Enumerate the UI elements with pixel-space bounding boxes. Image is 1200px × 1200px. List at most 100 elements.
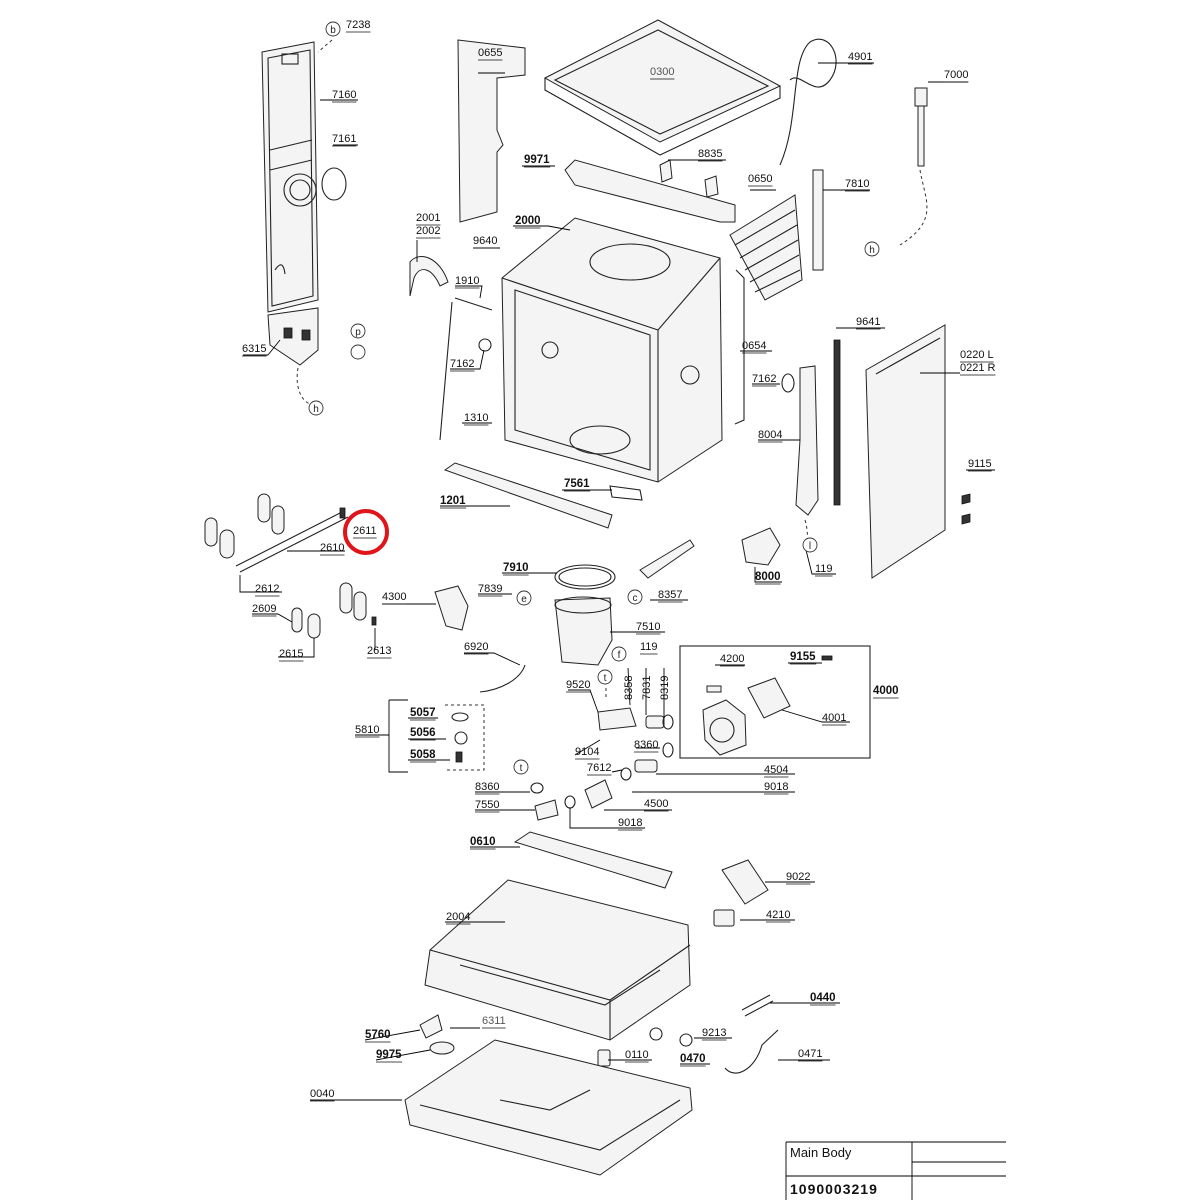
label-2004: 2004	[446, 911, 470, 923]
label-0655: 0655	[478, 47, 502, 59]
svg-text:p: p	[355, 327, 361, 338]
base-frame-drawing	[424, 879, 691, 1041]
svg-text:t: t	[604, 673, 607, 684]
spring-0440-drawing	[741, 994, 774, 1017]
tube-drawing	[479, 664, 526, 693]
label-7161: 7161	[332, 133, 356, 145]
callout-t-lower: t	[513, 759, 529, 775]
svg-text:f: f	[618, 650, 621, 661]
label-4504: 4504	[764, 764, 788, 776]
label-0471: 0471	[798, 1048, 822, 1060]
label-7810: 7810	[845, 178, 869, 190]
label-1310: 1310	[464, 412, 488, 424]
leader-lines	[239, 62, 995, 1101]
svg-text:c: c	[633, 593, 638, 604]
dash-b	[317, 39, 333, 53]
label-7510: 7510	[636, 621, 660, 633]
label-0221: 0221 R	[960, 362, 996, 374]
title-block-code: 1090003219	[790, 1181, 878, 1197]
detergent-drawing	[434, 585, 469, 631]
spare-group-drawing	[445, 704, 485, 771]
label-0440: 0440	[810, 992, 836, 1004]
o-ring-drawing	[321, 167, 347, 201]
label-4000: 4000	[873, 685, 899, 697]
label-1910: 1910	[455, 275, 479, 287]
seal-drawing	[554, 564, 616, 590]
door-drawing	[833, 324, 946, 579]
label-0300: 0300	[650, 66, 674, 78]
label-2612: 2612	[255, 583, 279, 595]
small-bracket-drawing	[609, 485, 643, 501]
svg-text:e: e	[521, 594, 527, 605]
svg-text:h: h	[313, 404, 319, 415]
pipe-drawing	[530, 707, 674, 821]
post-drawing	[812, 169, 824, 271]
label-9213: 9213	[702, 1027, 726, 1039]
sump-drawing	[554, 597, 613, 666]
label-8835: 8835	[698, 148, 722, 160]
label-9155: 9155	[790, 651, 816, 663]
label-7831: 7831	[641, 676, 653, 700]
label-7238: 7238	[346, 19, 370, 31]
callout-h-left: h	[308, 400, 324, 416]
label-9018-right: 9018	[764, 781, 788, 793]
spring-drawing	[639, 539, 695, 579]
side-panel-drawing	[457, 39, 526, 223]
callout-p: p	[350, 323, 366, 339]
label-4300: 4300	[382, 591, 406, 603]
label-9022: 9022	[786, 871, 810, 883]
callout-b: b	[325, 21, 341, 37]
label-4200: 4200	[720, 653, 744, 665]
label-0610: 0610	[470, 836, 496, 848]
top-lid-drawing	[543, 19, 782, 156]
label-9640: 9640	[473, 235, 497, 247]
hose-drawing	[779, 38, 837, 166]
label-6311: 6311	[482, 1015, 506, 1027]
label-6315: 6315	[242, 343, 266, 355]
label-0470: 0470	[680, 1053, 706, 1065]
label-5058: 5058	[410, 749, 436, 761]
plinth-strip-drawing	[443, 462, 613, 529]
label-7612: 7612	[587, 762, 611, 774]
label-5760: 5760	[365, 1029, 391, 1041]
label-0040: 0040	[310, 1088, 334, 1100]
label-7550: 7550	[475, 799, 499, 811]
rail-drawing	[513, 831, 673, 889]
label-7000: 7000	[944, 69, 968, 81]
board-drawing	[721, 859, 769, 905]
label-9520: 9520	[566, 679, 590, 691]
label-9641: 9641	[856, 316, 880, 328]
label-8319: 8319	[659, 676, 671, 700]
callout-h-right: h	[864, 241, 880, 257]
tub-drawing	[501, 217, 723, 483]
back-panel-drawing	[261, 41, 319, 366]
callout-f: f	[611, 646, 627, 662]
label-2611: 2611	[353, 525, 377, 537]
label-7162-left: 7162	[450, 358, 474, 370]
label-5057: 5057	[410, 707, 436, 719]
callout-l: l	[802, 537, 818, 553]
label-0654: 0654	[742, 340, 766, 352]
label-1201: 1201	[440, 495, 466, 507]
motor-box-drawing	[679, 645, 871, 759]
clip-drawing	[659, 159, 719, 198]
hinge-arm-drawing	[795, 365, 819, 516]
label-2615: 2615	[279, 648, 303, 660]
label-4901: 4901	[848, 51, 872, 63]
hinge-drawing	[741, 527, 781, 566]
dash-l	[804, 519, 808, 546]
label-2613: 2613	[367, 645, 391, 657]
label-9971: 9971	[524, 154, 550, 166]
svg-text:l: l	[809, 541, 811, 552]
callout-c: c	[627, 589, 643, 605]
label-2000: 2000	[515, 215, 541, 227]
cable-drawing	[724, 1029, 779, 1074]
connector-callouts: b p h h l e c f t t	[308, 21, 880, 775]
label-6920: 6920	[464, 641, 488, 653]
label-9975: 9975	[376, 1049, 402, 1061]
label-7561: 7561	[564, 478, 590, 490]
label-8357: 8357	[658, 589, 682, 601]
label-7910: 7910	[503, 562, 529, 574]
label-0110: 0110	[625, 1049, 649, 1061]
